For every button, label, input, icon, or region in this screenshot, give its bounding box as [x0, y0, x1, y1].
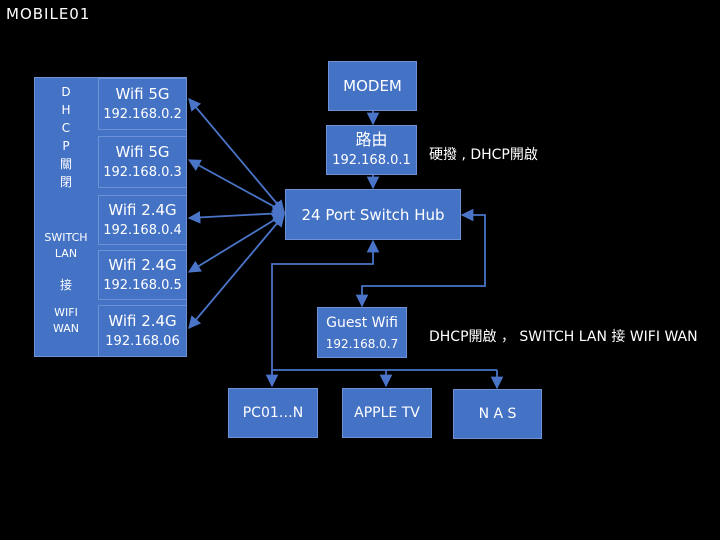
modem-label: MODEM: [343, 77, 402, 95]
logo-text: MOBILE01: [6, 5, 91, 23]
switch-lan-line: LAN: [54, 247, 78, 260]
ap-name: Wifi 2.4G: [108, 256, 177, 274]
router-ip: 192.168.0.1: [332, 153, 411, 168]
device-label: APPLE TV: [354, 405, 420, 421]
guest-ip: 192.168.0.7: [325, 336, 399, 351]
dhcp-char: H: [61, 103, 71, 117]
guest-wifi-node: Guest Wifi 192.168.0.7: [317, 307, 407, 358]
wifi-wan-line: WAN: [52, 322, 80, 335]
ap-node-5: Wifi 2.4G 192.168.06: [98, 305, 187, 357]
dhcp-char: 關: [59, 157, 72, 171]
ap-node-4: Wifi 2.4G 192.168.0.5: [98, 250, 187, 300]
switch-lan-line: SWITCH: [44, 231, 88, 244]
router-note: 硬撥 , DHCP開啟: [429, 147, 538, 163]
connector-label: 接: [59, 278, 72, 292]
ap-ip: 192.168.0.2: [103, 107, 182, 122]
device-label: PC01…N: [242, 405, 304, 421]
switch-label: 24 Port Switch Hub: [301, 205, 445, 224]
ap-ip: 192.168.0.3: [103, 165, 182, 180]
router-label: 路由: [355, 130, 388, 149]
ap-node-3: Wifi 2.4G 192.168.0.4: [98, 195, 187, 245]
ap-name: Wifi 2.4G: [108, 312, 177, 330]
mobile01-logo: MOBILE01: [2, 2, 126, 23]
ap-name: Wifi 2.4G: [108, 201, 177, 219]
ap-ip: 192.168.0.5: [103, 278, 182, 293]
switch-hub-node: 24 Port Switch Hub: [285, 189, 461, 240]
dhcp-char: 閉: [59, 175, 72, 189]
ap-name: Wifi 5G: [115, 143, 170, 161]
modem-node: MODEM: [328, 61, 417, 111]
device-apple-tv: APPLE TV: [342, 388, 432, 438]
switch-lan-label: SWITCH LAN: [34, 230, 98, 262]
wifi-wan-line: WIFI: [54, 306, 78, 319]
wifi-wan-label: WIFI WAN: [34, 305, 98, 337]
ap-ip: 192.168.06: [105, 334, 180, 349]
guest-label: Guest Wifi: [326, 314, 398, 331]
dhcp-char: D: [61, 85, 71, 99]
dhcp-off-label: D H C P 關 閉: [34, 83, 98, 191]
ap-node-1: Wifi 5G 192.168.0.2: [98, 78, 187, 130]
link-ap3-switch: [187, 207, 286, 224]
link-switch-pc: [265, 239, 380, 388]
dhcp-char: C: [61, 121, 71, 135]
ap-name: Wifi 5G: [115, 85, 170, 103]
guest-note: DHCP開啟 ， SWITCH LAN 接 WIFI WAN: [429, 329, 698, 345]
router-node: 路由 192.168.0.1: [326, 125, 417, 175]
device-nas: N A S: [453, 389, 542, 439]
link-ap1-switch: [188, 98, 285, 213]
ap-node-2: Wifi 5G 192.168.0.3: [98, 136, 187, 188]
dhcp-char: P: [62, 139, 70, 153]
link-ap2-switch: [187, 159, 286, 213]
link-ap4-switch: [187, 213, 286, 273]
device-pc: PC01…N: [228, 388, 318, 438]
link-ap5-switch: [188, 214, 285, 329]
ap-ip: 192.168.0.4: [103, 223, 182, 238]
device-label: N A S: [478, 406, 517, 422]
